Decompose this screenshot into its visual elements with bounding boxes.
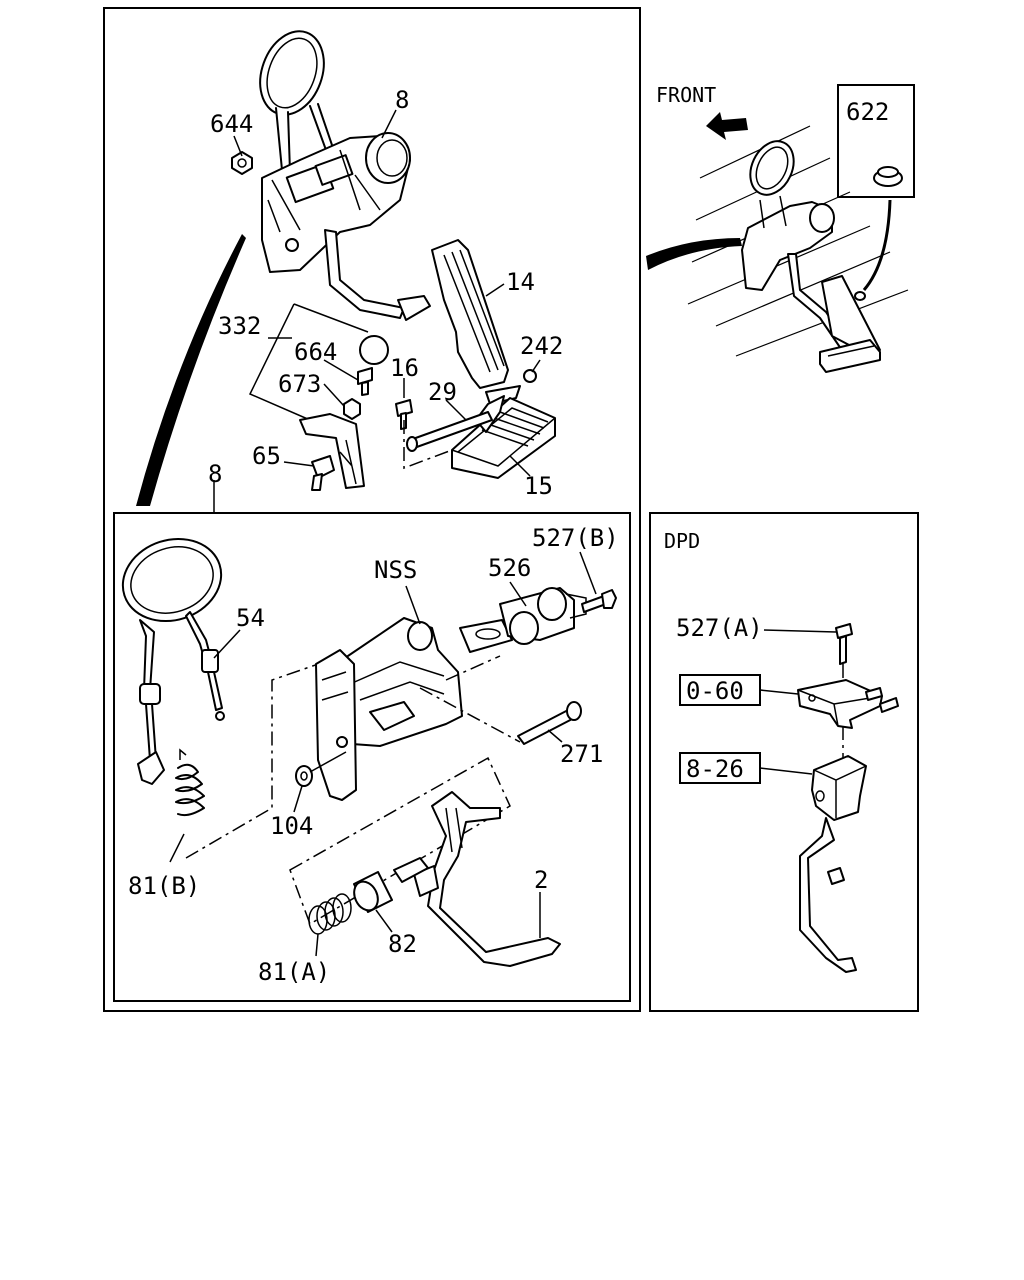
label-dpd: DPD — [664, 529, 700, 553]
label-nss: NSS — [374, 556, 417, 584]
label-15: 15 — [524, 472, 553, 500]
label-242: 242 — [520, 332, 563, 360]
label-16: 16 — [390, 354, 419, 382]
washer-104 — [295, 751, 347, 787]
label-644: 644 — [210, 110, 253, 138]
handle-54 — [121, 537, 225, 785]
dpd-frame — [649, 512, 919, 1012]
main-frame — [103, 7, 641, 1012]
detail-connector-right — [646, 238, 742, 270]
spring-81a — [308, 893, 352, 935]
label-2: 2 — [534, 866, 548, 894]
label-65: 65 — [252, 442, 281, 470]
installed-view — [687, 125, 909, 373]
clip-242 — [523, 369, 537, 383]
label-81a: 81(A) — [258, 958, 330, 986]
label-332: 332 — [218, 312, 261, 340]
label-8-mid: 8 — [208, 460, 222, 488]
dpd-assembly — [797, 623, 899, 973]
label-8-26-box — [679, 752, 761, 784]
lever-body — [315, 649, 357, 801]
label-271: 271 — [560, 740, 603, 768]
label-14: 14 — [506, 268, 535, 296]
label-104: 104 — [270, 812, 313, 840]
inner-frame — [113, 512, 631, 1002]
bolt-16 — [395, 399, 413, 430]
front-arrow-icon — [706, 112, 748, 140]
pedal-pad-15 — [451, 395, 556, 479]
label-8-26: 8-26 — [686, 755, 744, 783]
grommet-622 — [873, 166, 903, 187]
bolt-527b — [581, 589, 617, 613]
pin-29 — [406, 411, 493, 452]
label-526: 526 — [488, 554, 531, 582]
label-8-top: 8 — [395, 86, 409, 114]
part-622-leader — [862, 199, 892, 291]
spring-81b — [175, 748, 205, 817]
label-29: 29 — [428, 378, 457, 406]
label-664: 664 — [294, 338, 337, 366]
bracket-nss — [339, 617, 463, 747]
pin-271 — [517, 701, 582, 745]
accelerator-pedal-14 — [431, 239, 521, 405]
detail-connector-left — [136, 234, 246, 506]
label-527b: 527(B) — [532, 524, 619, 552]
switch-526 — [459, 587, 587, 653]
label-81b: 81(B) — [128, 872, 200, 900]
label-front: FRONT — [656, 83, 716, 107]
label-622: 622 — [846, 98, 889, 126]
nut-644 — [231, 151, 253, 175]
label-673: 673 — [278, 370, 321, 398]
label-82: 82 — [388, 930, 417, 958]
label-54: 54 — [236, 604, 265, 632]
label-527a: 527(A) — [676, 614, 763, 642]
label-0-60: 0-60 — [686, 677, 744, 705]
bracket-332-group — [248, 303, 389, 491]
bushing-82 — [353, 857, 429, 913]
label-0-60-box — [679, 674, 761, 706]
parking-brake-assembly-top — [259, 30, 431, 321]
part-622-box — [837, 84, 915, 198]
